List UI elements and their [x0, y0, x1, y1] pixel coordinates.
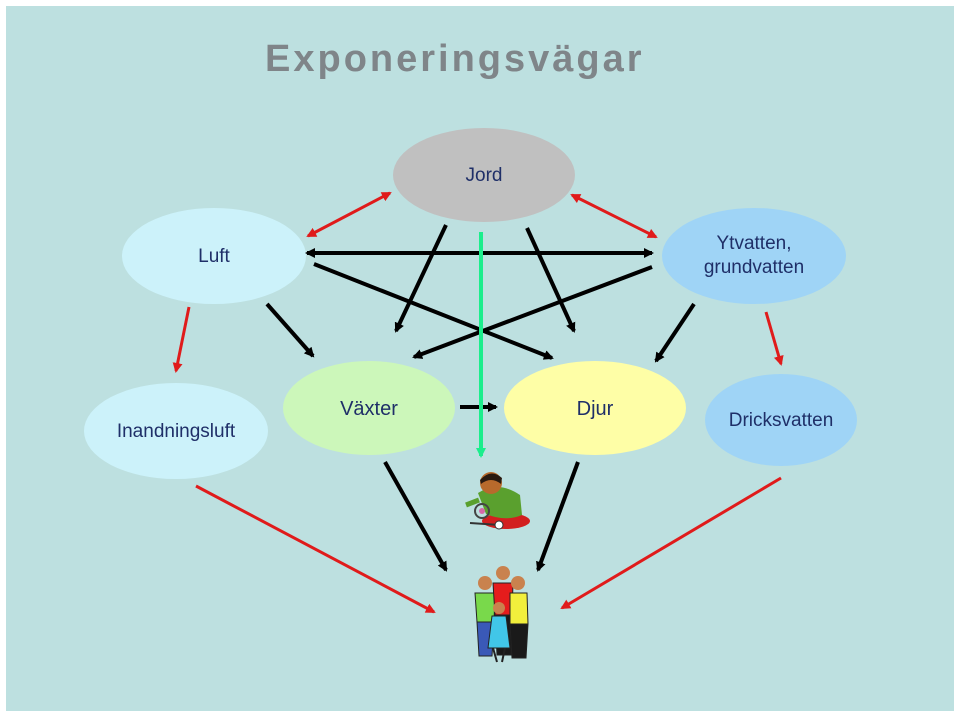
label-inandningsluft: Inandningsluft — [116, 421, 236, 442]
node-inandningsluft — [84, 383, 268, 479]
arrow-djur-family — [536, 461, 580, 572]
arrow-vaxter-family — [383, 461, 448, 572]
label-luft: Luft — [198, 246, 230, 267]
arrow-jord-vaxter — [394, 224, 448, 333]
label-jord: Jord — [465, 165, 503, 186]
label-djur: Djur — [576, 398, 614, 420]
family-icon — [474, 566, 529, 663]
arrow-luft-vaxter — [265, 302, 315, 358]
arrow-jord-djur — [525, 227, 576, 333]
node-vaxter — [283, 361, 455, 455]
label-vaxter: Växter — [340, 398, 398, 420]
arrow-ytvatten-vaxter — [412, 265, 653, 359]
arrow-jord-ytvatten — [570, 193, 658, 239]
node-jord — [393, 128, 575, 222]
arrow-ytvatten-dricksvatten — [764, 311, 784, 366]
node-djur — [504, 361, 686, 455]
arrow-inandningsluft-family — [195, 484, 436, 614]
arrow-ytvatten-djur — [654, 302, 696, 363]
arrow-dricksvatten-family — [560, 476, 782, 610]
child-playing-icon — [465, 472, 530, 530]
slide-title: Exponeringsvägar — [265, 38, 645, 80]
node-luft — [122, 208, 306, 304]
label-ytvatten-line1: Ytvatten, — [716, 233, 792, 254]
arrow-luft-jord — [306, 191, 392, 238]
arrow-luft-djur — [313, 262, 554, 360]
label-ytvatten-line2: grundvatten — [703, 257, 805, 278]
label-ytvatten: Ytvatten, grundvatten — [704, 232, 804, 280]
node-ytvatten — [662, 208, 846, 304]
arrow-luft-inandningsluft — [172, 306, 191, 373]
label-dricksvatten: Dricksvatten — [728, 410, 834, 431]
node-dricksvatten — [705, 374, 857, 466]
